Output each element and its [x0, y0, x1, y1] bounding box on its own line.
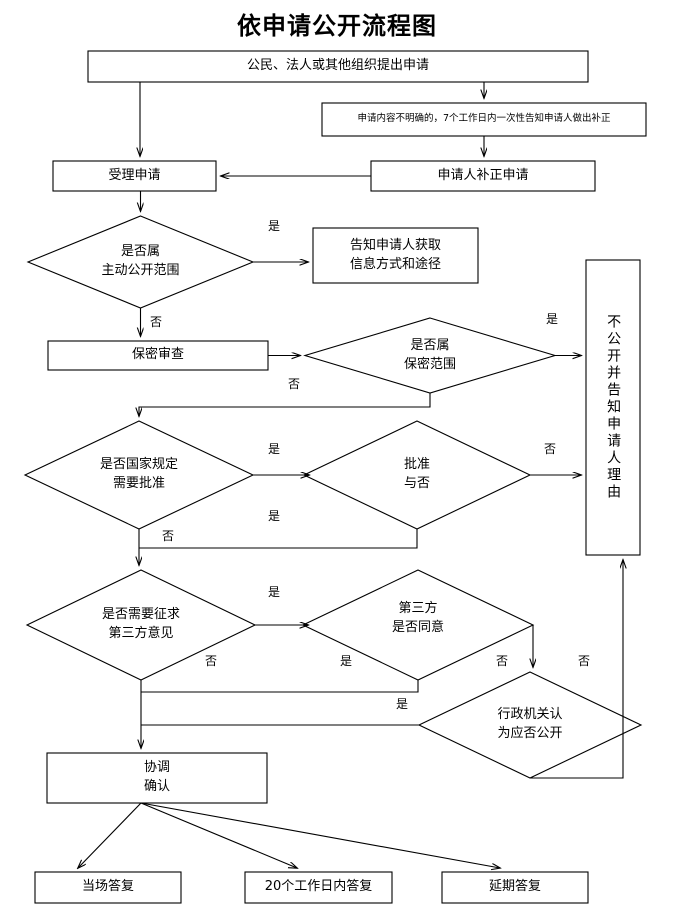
edge-coordinate-to-reply-delayed: [140, 802, 500, 868]
node-supplement-shape[interactable]: [370, 160, 596, 192]
edge-approved-bottom-to-trunk: [139, 529, 418, 549]
node-needs-approval-shape[interactable]: [23, 420, 255, 530]
edge-coordinate-to-reply-onsite: [78, 802, 142, 868]
node-reply-onsite-shape[interactable]: [34, 871, 182, 904]
page-title: 依申请公开流程图: [237, 11, 437, 40]
node-unclear-shape[interactable]: [321, 102, 647, 137]
node-third-party-agree-shape[interactable]: [301, 569, 535, 681]
edge-agency-no-to-not-disclose: [530, 560, 623, 779]
node-is-secret-shape[interactable]: [303, 317, 557, 394]
edge-coordinate-to-reply-20days: [140, 802, 297, 868]
node-need-third-party-shape[interactable]: [25, 569, 257, 681]
node-reply-delayed-shape[interactable]: [441, 871, 589, 904]
node-accept-shape[interactable]: [52, 160, 217, 192]
node-not-disclose-shape[interactable]: [585, 259, 641, 556]
edge-agree-yes-to-trunk: [141, 680, 419, 693]
node-agency-decides-shape[interactable]: [417, 671, 643, 779]
node-secrecy-review-shape[interactable]: [47, 340, 269, 371]
node-inform-access-shape[interactable]: [312, 227, 479, 284]
node-is-proactive-shape[interactable]: [26, 215, 255, 309]
edge-secret-no-to-needs-approval: [139, 393, 431, 416]
node-reply-20days-shape[interactable]: [244, 871, 393, 904]
node-approved-shape[interactable]: [302, 420, 532, 530]
node-coordinate-shape[interactable]: [46, 752, 268, 804]
node-apply-shape[interactable]: [87, 50, 589, 83]
